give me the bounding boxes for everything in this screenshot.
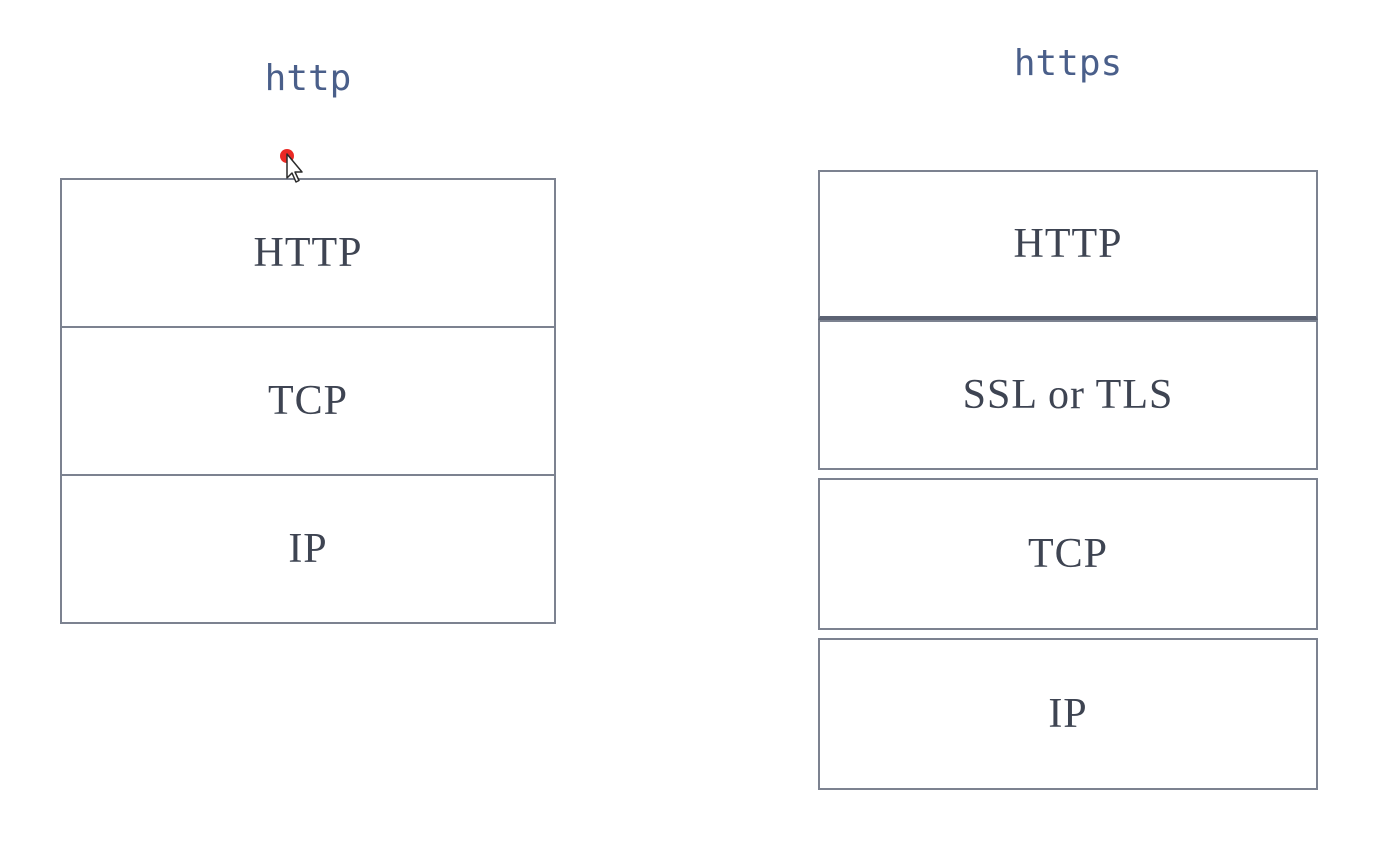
http-protocol-stack: HTTP TCP IP: [60, 178, 556, 624]
https-http-layer: HTTP: [818, 170, 1318, 320]
https-tcp-layer: TCP: [818, 478, 1318, 630]
https-ip-layer: IP: [818, 638, 1318, 790]
mouse-pointer-icon: [280, 149, 303, 183]
ip-layer: IP: [60, 476, 556, 624]
https-stack-title: https: [1013, 43, 1123, 84]
https-protocol-stack: HTTP SSL or TLS TCP IP: [818, 170, 1318, 790]
ssl-tls-layer: SSL or TLS: [818, 320, 1318, 470]
http-layer: HTTP: [60, 178, 556, 328]
http-stack-title: http: [264, 58, 352, 99]
tcp-layer: TCP: [60, 328, 556, 476]
